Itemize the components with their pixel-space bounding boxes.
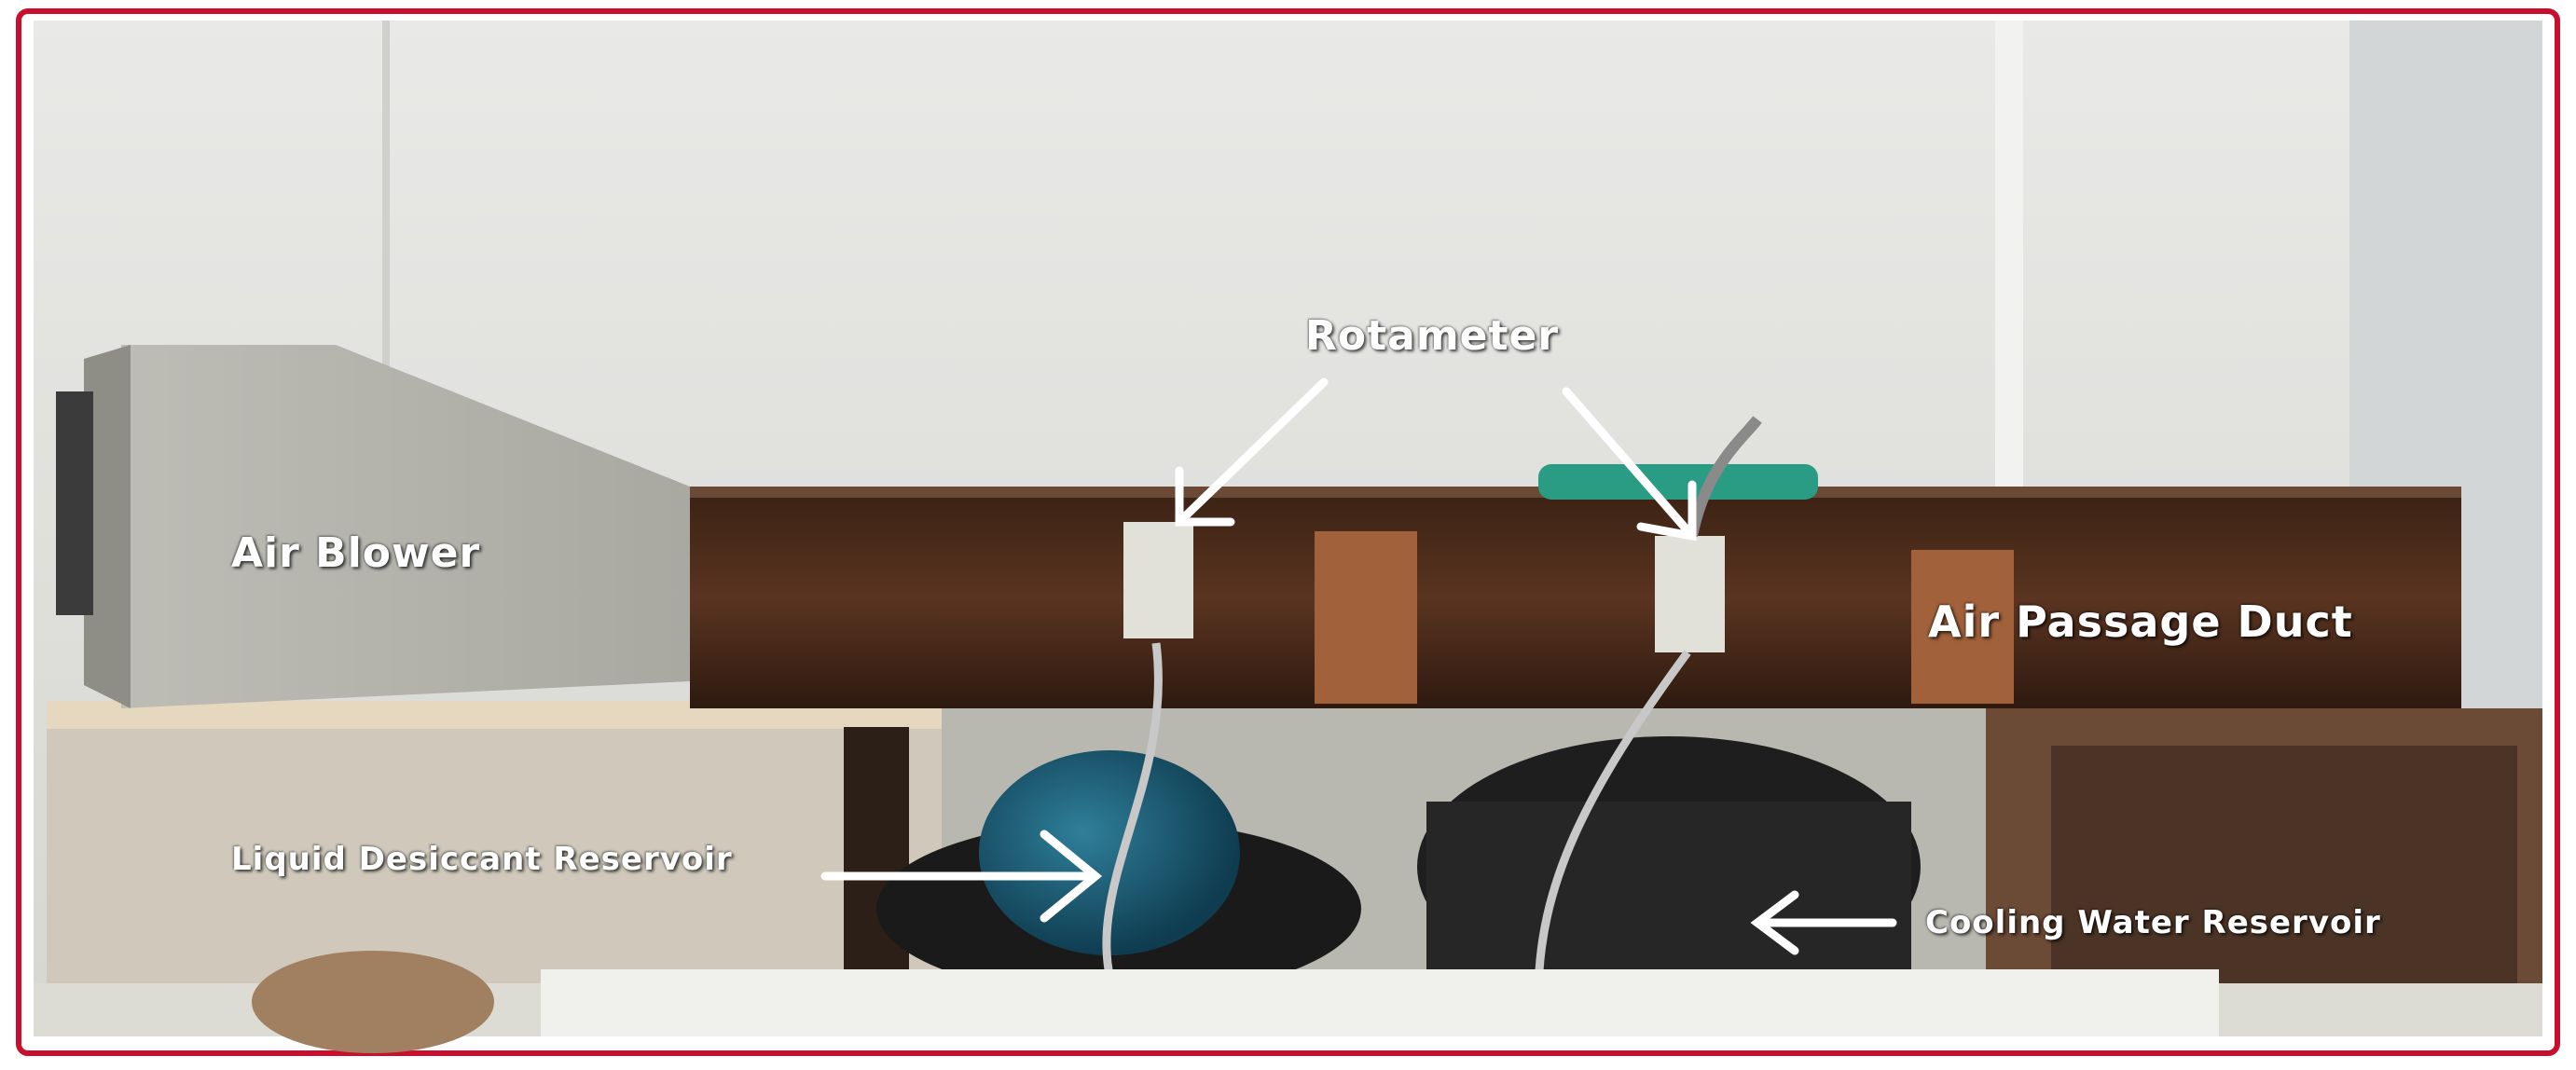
cooling-water-reservoir-body: [1426, 802, 1911, 988]
air-passage-duct-label: Air Passage Duct: [1928, 597, 2353, 647]
tube-top-right: [1687, 416, 1762, 538]
desiccant-arrow-head: [1040, 830, 1103, 923]
rotameter-right: [1655, 536, 1725, 652]
tube-right: [1534, 650, 1691, 998]
annotation-arrows: [820, 377, 1897, 955]
rotameter-arrow-left: [1175, 377, 1329, 527]
wall-pillar: [1995, 21, 2023, 542]
liquid-desiccant-bottle: [979, 750, 1240, 955]
air-blower-label: Air Blower: [231, 529, 481, 577]
cooling-water-arrow-head: [1750, 890, 1799, 955]
table-leg: [844, 727, 909, 1007]
rotameter-arrow-right-head: [1636, 480, 1697, 542]
duct-green-cap: [1538, 464, 1818, 500]
air-blower-body: [121, 345, 709, 708]
foreground-board: [541, 969, 2219, 1036]
duct-panel-1: [1315, 531, 1417, 704]
air-blower-front: [84, 345, 131, 708]
tube-left: [1102, 642, 1163, 1008]
wall-panel-shadow: [382, 21, 390, 487]
air-passage-duct: [690, 489, 2461, 708]
rotameter-arrow-left-head: [1175, 466, 1235, 527]
air-blower-motor: [56, 391, 93, 615]
rotameter-left: [1123, 522, 1193, 638]
rotameter-label: Rotameter: [1305, 312, 1560, 360]
red-frame-border: [16, 8, 2560, 1056]
foreground-basket: [252, 951, 494, 1053]
cabinet-right-inner: [2051, 746, 2517, 988]
rotameter-arrow-right: [1562, 387, 1697, 541]
table-left: [47, 704, 942, 1021]
duct-panel-2: [1911, 550, 2014, 704]
liquid-desiccant-reservoir-label: Liquid Desiccant Reservoir: [231, 841, 733, 878]
cooling-water-reservoir-label: Cooling Water Reservoir: [1925, 904, 2381, 941]
